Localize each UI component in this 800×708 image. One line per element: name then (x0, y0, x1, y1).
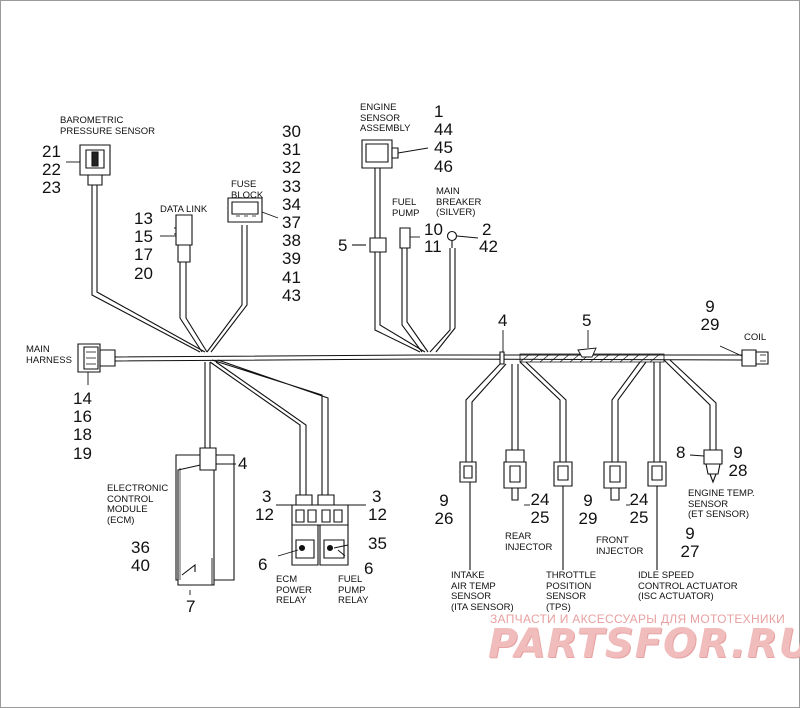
main-harness-connector (77, 343, 116, 373)
intake-air-temp-sensor-label: INTAKE AIR TEMP SENSOR (ITA SENSOR) (451, 570, 514, 613)
ecm-power-relay-label: ECM POWER RELAY (276, 574, 312, 606)
callout-front-injector-numbers: 24 25 (629, 490, 649, 528)
callout-main-harness-numbers: 14 16 18 19 (73, 389, 92, 463)
fuel-pump-connector-icon (399, 227, 411, 249)
callout-fuel-pump-a: 10 (424, 220, 443, 239)
callout-ecm-parts: 36 40 (131, 538, 150, 576)
rear-injector-label: REAR INJECTOR (505, 531, 553, 553)
lower-right-branches (465, 359, 717, 462)
throttle-position-sensor-icon (553, 461, 573, 570)
callout-relay-right-top: 3 (372, 487, 382, 506)
main-harness-label: MAIN HARNESS (26, 344, 72, 366)
throttle-position-sensor-label: THROTTLE POSITION SENSOR (TPS) (546, 570, 597, 613)
barometric-sensor-label: BAROMETRIC PRESSURE SENSOR (60, 115, 156, 137)
callout-ita-numbers: 9 26 (434, 491, 454, 529)
callout-relay-left-mid: 12 (255, 505, 274, 524)
callout-relay-right-mid: 12 (368, 505, 387, 524)
isc-actuator-icon (647, 461, 667, 570)
callout-baro-numbers: 21 22 23 (42, 142, 61, 198)
callout-relay-left-top: 3 (262, 487, 272, 506)
callout-rear-injector-numbers: 24 25 (530, 490, 550, 528)
callout-engine-sensor-numbers: 1 44 45 46 (434, 102, 453, 176)
callout-ecm-bottom: 7 (186, 597, 196, 616)
fuse-block-icon (227, 197, 263, 223)
callout-harness-clip-5: 5 (582, 311, 592, 330)
engine-wire-clip-icon (352, 237, 387, 253)
intake-air-temp-sensor-icon (459, 461, 477, 570)
upper-left-branches (91, 185, 248, 353)
callout-relay-left-bottom: 6 (258, 555, 268, 574)
data-link-label: DATA LINK (160, 204, 208, 215)
barometric-sensor-icon (79, 144, 111, 186)
callout-relay-35: 35 (368, 534, 387, 553)
ecm-label: ELECTRONIC CONTROL MODULE (ECM) (107, 483, 169, 526)
callout-breaker-b: 42 (479, 237, 498, 256)
fuel-pump-label: FUEL PUMP (392, 197, 420, 219)
main-harness-trunk (114, 347, 743, 365)
callout-et-sensor-8: 8 (676, 443, 686, 462)
engine-sensor-assembly-label: ENGINE SENSOR ASSEMBLY (360, 102, 411, 134)
data-link-connector-icon (174, 214, 193, 263)
callout-isc-numbers: 9 27 (680, 524, 700, 562)
watermark-logo: PARTSFOR.RU (488, 621, 800, 667)
engine-sensor-assembly-icon (361, 139, 399, 169)
callout-ecm-clip: 4 (238, 454, 248, 473)
watermark-caption: ЗАПЧАСТИ И АКСЕССУАРЫ ДЛЯ МОТОТЕХНИКИ (490, 612, 786, 626)
fuse-block-label: FUSE BLOCK (231, 179, 264, 201)
engine-temp-sensor-label: ENGINE TEMP. SENSOR (ET SENSOR) (688, 488, 755, 520)
lower-left-branches (204, 359, 329, 495)
upper-middle-branches (374, 168, 456, 353)
callout-data-link-numbers: 13 15 17 20 (134, 209, 153, 283)
fuel-pump-relay-label: FUEL PUMP RELAY (338, 574, 369, 606)
callout-fuel-pump-b: 11 (424, 237, 442, 256)
callout-et-sensor-numbers: 9 28 (728, 443, 748, 481)
rear-injector-icon (503, 449, 527, 501)
main-breaker-label: MAIN BREAKER (SILVER) (436, 186, 482, 218)
idle-speed-control-actuator-label: IDLE SPEED CONTROL ACTUATOR (ISC ACTUATO… (638, 570, 738, 602)
callout-coil-numbers: 9 29 (700, 297, 720, 335)
coil-connector (741, 349, 769, 367)
callout-engine-wire-clip: 5 (338, 236, 348, 255)
callout-harness-clip-4: 4 (498, 311, 508, 330)
main-breaker-icon (446, 230, 458, 248)
callout-breaker-a: 2 (482, 220, 492, 239)
front-injector-label: FRONT INJECTOR (596, 535, 644, 557)
callout-fuse-block-numbers: 30 31 32 33 34 37 38 39 41 43 (282, 122, 301, 305)
coil-label: COIL (744, 332, 767, 343)
ecm-icon (175, 447, 235, 586)
relay-icons (291, 494, 349, 566)
callout-tps-numbers: 9 29 (578, 491, 598, 529)
callout-relay-right-bottom: 6 (364, 559, 374, 578)
callout-leaders (66, 147, 743, 595)
engine-temp-sensor-icon (703, 449, 723, 484)
front-injector-icon (603, 461, 627, 501)
